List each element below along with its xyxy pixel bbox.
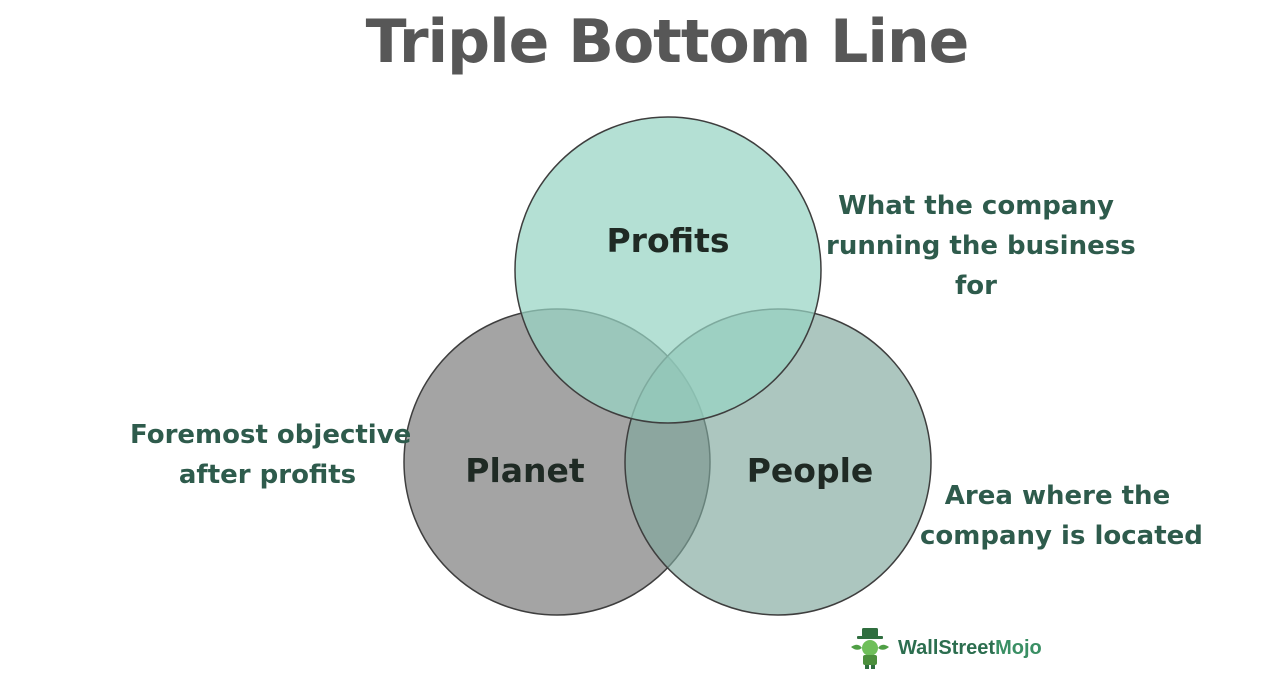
brand-name: WallStreetMojo <box>898 637 1042 660</box>
brand-name-part2: Mojo <box>995 636 1042 659</box>
planet-note: Foremost objective after profits <box>130 415 412 495</box>
planet-label: Planet <box>465 451 585 490</box>
planet-note-line: after profits <box>178 460 357 490</box>
profits-note-line: for <box>955 271 997 301</box>
people-note-line: company is located <box>920 521 1203 551</box>
profits-label: Profits <box>606 221 729 260</box>
profits-note-line: What the company <box>838 191 1114 221</box>
planet-note-line: Foremost objective <box>130 420 412 450</box>
profits-note-line: running the business <box>826 231 1136 261</box>
people-label: People <box>747 451 874 490</box>
people-note: Area where the company is located <box>920 476 1203 556</box>
profits-circle <box>514 116 822 424</box>
profits-note: What the company running the business fo… <box>826 186 1136 306</box>
diagram-title: Triple Bottom Line <box>365 7 970 77</box>
people-note-line: Area where the <box>944 481 1171 511</box>
wallstreetmojo-logo-icon <box>851 628 889 669</box>
wallstreetmojo-brand: WallStreetMojo <box>848 626 1042 670</box>
brand-name-part1: WallStreet <box>898 636 996 659</box>
